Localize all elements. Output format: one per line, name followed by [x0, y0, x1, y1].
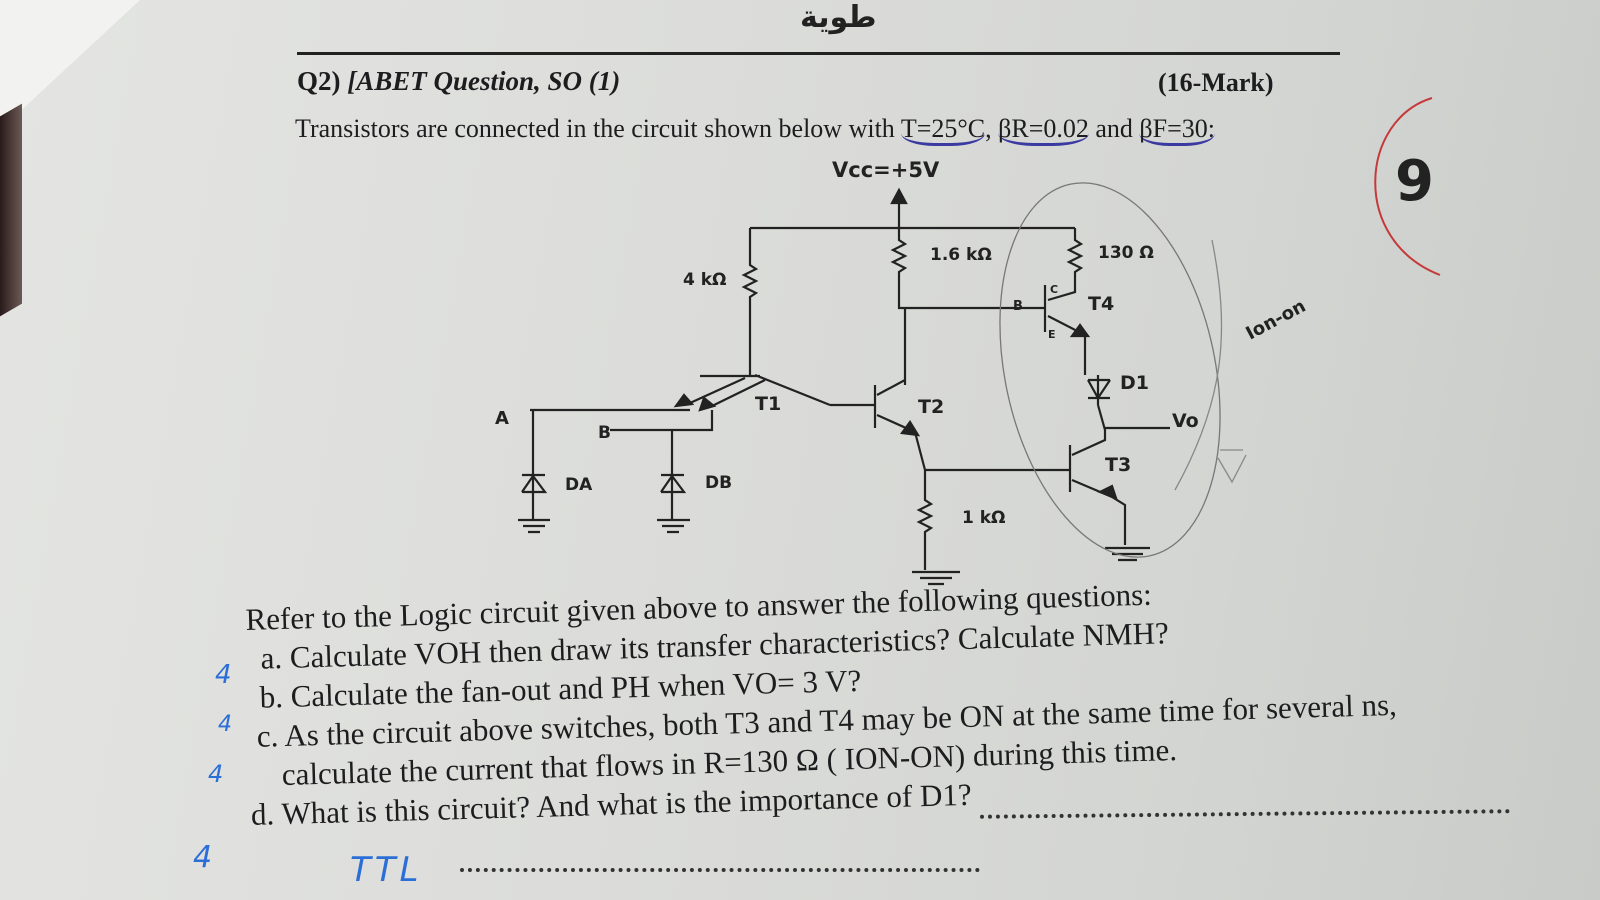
question-intro: Transistors are connected in the circuit…	[295, 114, 1215, 146]
transistor-t1	[530, 373, 831, 432]
transistor-t3	[925, 404, 1170, 545]
pin-b-annotation: B	[1013, 299, 1023, 314]
diode-da-label: DA	[565, 475, 593, 495]
score-circle	[1374, 97, 1441, 276]
diode-db-label: DB	[705, 473, 732, 493]
t1-emitter-arrow-a	[673, 393, 695, 408]
pencil-curve	[1174, 239, 1223, 491]
resistor-1-6k	[890, 228, 1045, 385]
paper-corner	[0, 0, 140, 130]
diode-d1	[1087, 375, 1111, 405]
condition-temperature: T=25°C	[900, 114, 986, 146]
t1-emitter-arrow-b	[698, 396, 717, 412]
ground-t2	[912, 570, 960, 586]
diode-da	[518, 410, 550, 534]
vcc-rail	[750, 203, 1075, 230]
logo: طوية	[800, 0, 877, 35]
input-a-label: A	[495, 408, 509, 429]
vcc-arrow	[890, 187, 908, 205]
pin-e-annotation: E	[1048, 328, 1056, 341]
mark-a: 4	[215, 660, 232, 690]
resistor-1-6k-label: 1.6 kΩ	[930, 245, 992, 265]
mark-b: 4	[218, 712, 232, 737]
answer-d: TTL	[350, 850, 423, 890]
question-number: Q2)	[297, 66, 341, 96]
mark-c: 4	[208, 760, 224, 788]
resistor-4k	[741, 228, 759, 375]
header-rule	[297, 52, 1340, 55]
resistor-4k-label: 4 kΩ	[683, 270, 727, 290]
input-b-label: B	[598, 423, 611, 443]
t2-label: T2	[918, 396, 944, 418]
t4-emitter-arrow	[1069, 323, 1091, 338]
question-title: [ABET Question, SO (1)	[347, 66, 621, 96]
pencil-ellipse	[999, 182, 1221, 558]
t3-label: T3	[1105, 454, 1131, 476]
pin-c-annotation: C	[1050, 283, 1058, 296]
transistor-t2	[830, 379, 934, 570]
pencil-v-mark	[1217, 449, 1247, 484]
resistor-130	[1047, 228, 1084, 302]
and-word: and	[1088, 114, 1140, 143]
d1-label: D1	[1120, 372, 1149, 394]
diode-db	[657, 430, 690, 534]
ground-t3	[1105, 546, 1150, 562]
score: 9	[1395, 149, 1434, 214]
t1-label: T1	[755, 393, 781, 415]
resistor-1k-label: 1 kΩ	[962, 508, 1006, 528]
condition-beta-r: βR=0.02	[998, 114, 1089, 146]
answer-line-2	[460, 868, 980, 872]
vo-label: Vo	[1172, 410, 1199, 432]
t4-label: T4	[1088, 293, 1114, 315]
question-heading: Q2) [ABET Question, SO (1)	[297, 66, 620, 97]
questions-block: Refer to the Logic circuit given above t…	[245, 568, 1399, 834]
question-marks: (16-Mark)	[1158, 68, 1274, 97]
resistor-130-label: 130 Ω	[1098, 243, 1154, 263]
mark-d: 4	[193, 840, 213, 875]
t2-emitter-arrow	[900, 420, 921, 437]
condition-beta-f: βF=30:	[1139, 114, 1215, 146]
intro-text: Transistors are connected in the circuit…	[295, 114, 901, 143]
ion-on-annotation: Ion-on	[1242, 296, 1309, 345]
vcc-label: Vcc=+5V	[832, 158, 940, 182]
t3-emitter-arrow	[1097, 484, 1118, 500]
